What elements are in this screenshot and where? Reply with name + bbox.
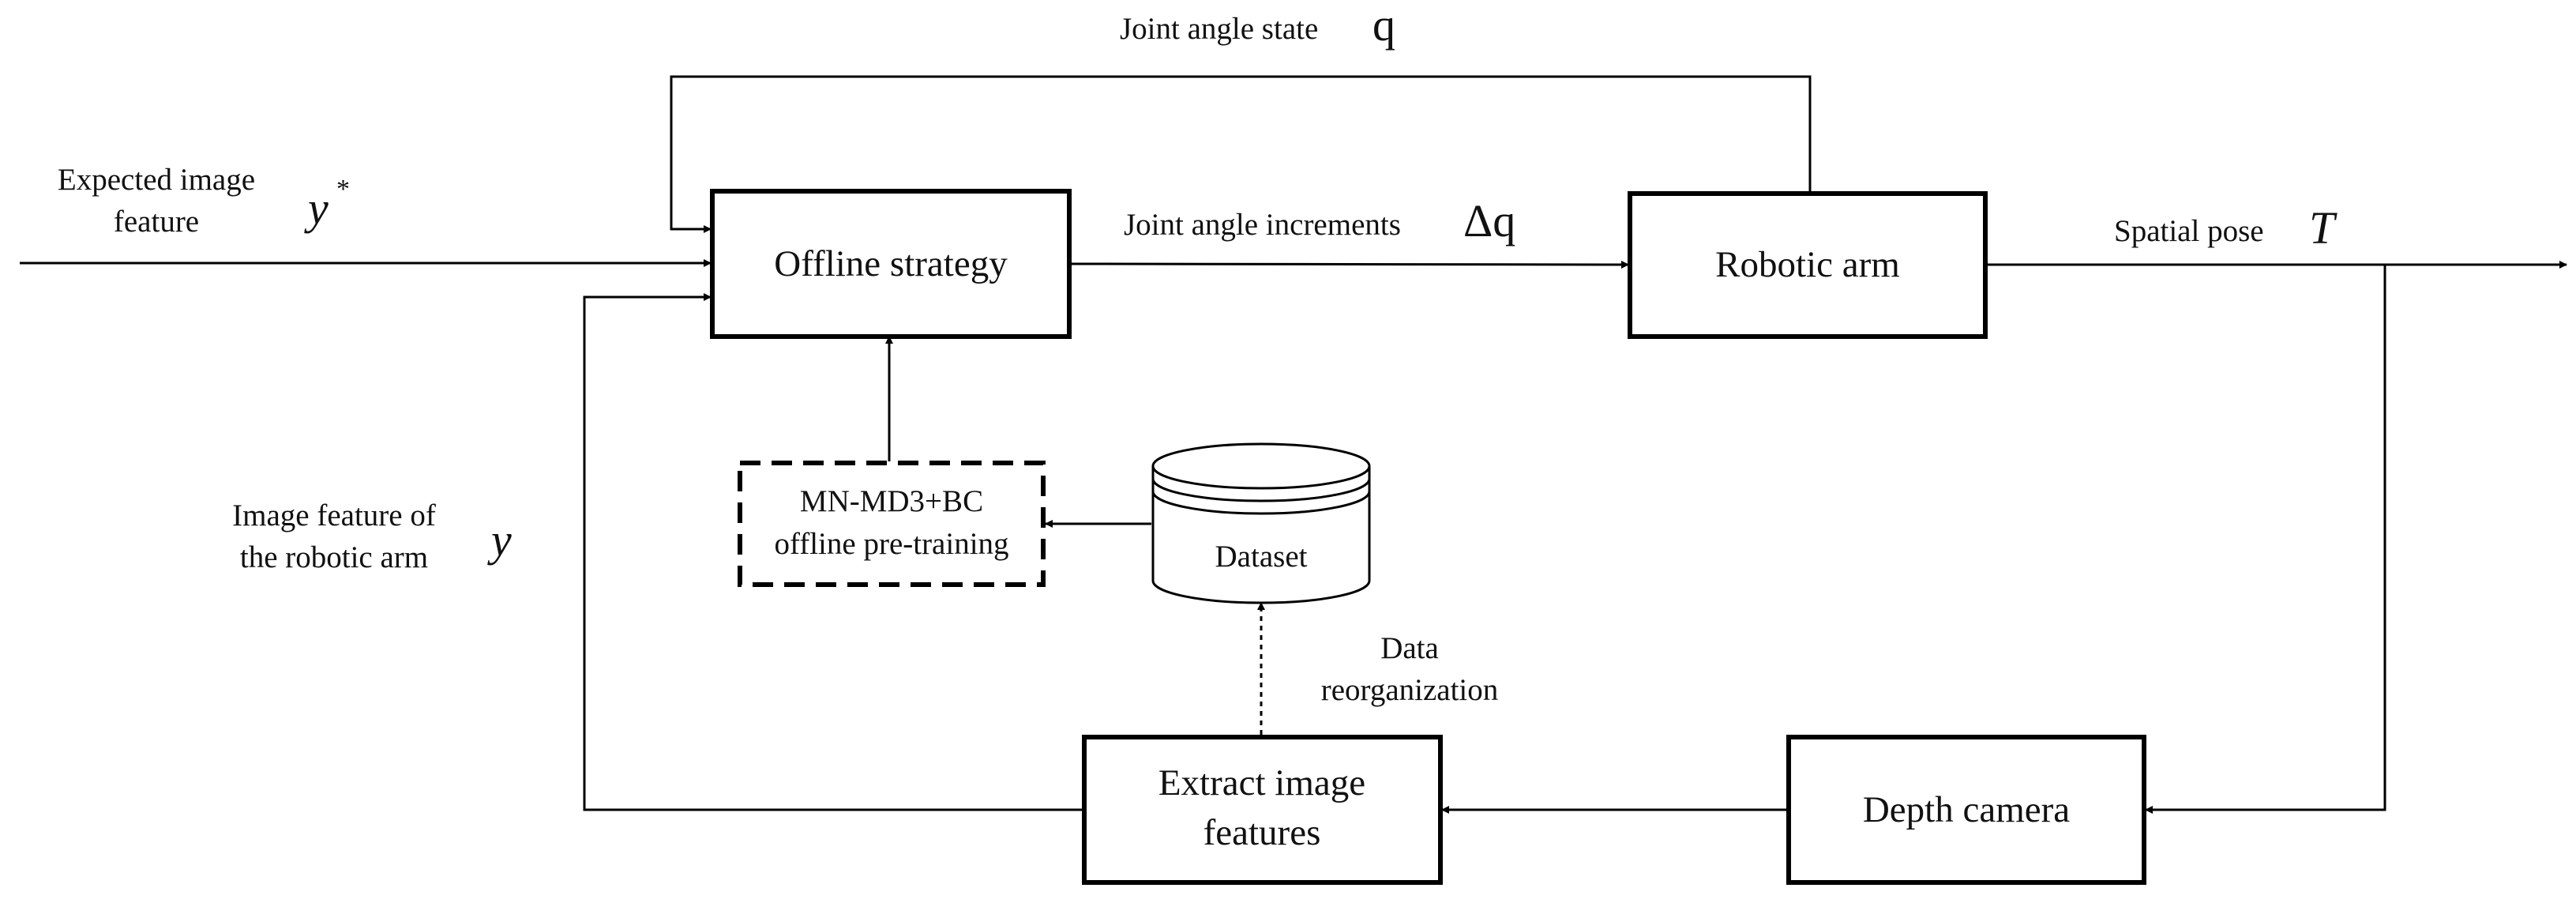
depth-camera-block: Depth camera: [1786, 735, 2146, 885]
joint-angle-increments-arrow: [1068, 260, 1629, 269]
extract-features-label-line1: Extract image: [1158, 762, 1365, 803]
joint-angle-increments-annotation: Joint angle increments Δq: [1124, 195, 1515, 246]
spatial-pose-annotation: Spatial pose T: [2114, 202, 2338, 254]
data-reorganization-annotation: Data reorganization: [1321, 631, 1499, 707]
pretraining-block: MN-MD3+BC offline pre-training: [738, 461, 1046, 587]
pretraining-label-line2: offline pre-training: [774, 527, 1008, 561]
expected-feature-superscript: *: [336, 175, 350, 204]
dataset-cylinder: Dataset: [1151, 442, 1371, 604]
expected-feature-label-line1: Expected image: [58, 163, 255, 197]
dataset-label: Dataset: [1215, 540, 1308, 574]
extract-features-block: Extract image features: [1082, 735, 1443, 885]
depth-camera-label: Depth camera: [1863, 789, 2070, 830]
expected-feature-annotation: Expected image feature y *: [58, 163, 350, 239]
arm-feature-label-line1: Image feature of: [232, 499, 436, 532]
joint-angle-state-annotation: Joint angle state q: [1120, 0, 1395, 51]
robotic-arm-label: Robotic arm: [1715, 244, 1900, 285]
arm-feature-label-line2: the robotic arm: [240, 540, 428, 574]
joint-angle-state-symbol: q: [1372, 0, 1395, 51]
arm-feature-symbol: y: [487, 514, 512, 566]
expected-feature-symbol: y: [304, 182, 329, 234]
joint-angle-increments-symbol: Δq: [1463, 195, 1515, 246]
extract-features-label-line2: features: [1204, 812, 1321, 853]
arm-feature-feedback: [583, 293, 1083, 811]
offline-strategy-block: Offline strategy: [710, 189, 1072, 339]
joint-angle-state-label: Joint angle state: [1120, 12, 1318, 46]
spatial-pose-symbol: T: [2309, 202, 2338, 254]
pretraining-label-line1: MN-MD3+BC: [800, 484, 983, 518]
expected-feature-label-line2: feature: [114, 205, 199, 239]
pose-to-depth-camera: [2145, 265, 2386, 814]
robotic-arm-block: Robotic arm: [1628, 191, 1988, 339]
joint-angle-state-feedback: [670, 75, 1812, 233]
spatial-pose-label: Spatial pose: [2114, 214, 2264, 248]
arm-feature-annotation: Image feature of the robotic arm y: [232, 499, 512, 574]
data-reorganization-label-line2: reorganization: [1321, 673, 1499, 707]
connectors: [20, 75, 2567, 814]
offline-strategy-label: Offline strategy: [774, 243, 1008, 284]
data-reorganization-label-line1: Data: [1380, 631, 1439, 665]
joint-angle-increments-label: Joint angle increments: [1124, 208, 1401, 242]
